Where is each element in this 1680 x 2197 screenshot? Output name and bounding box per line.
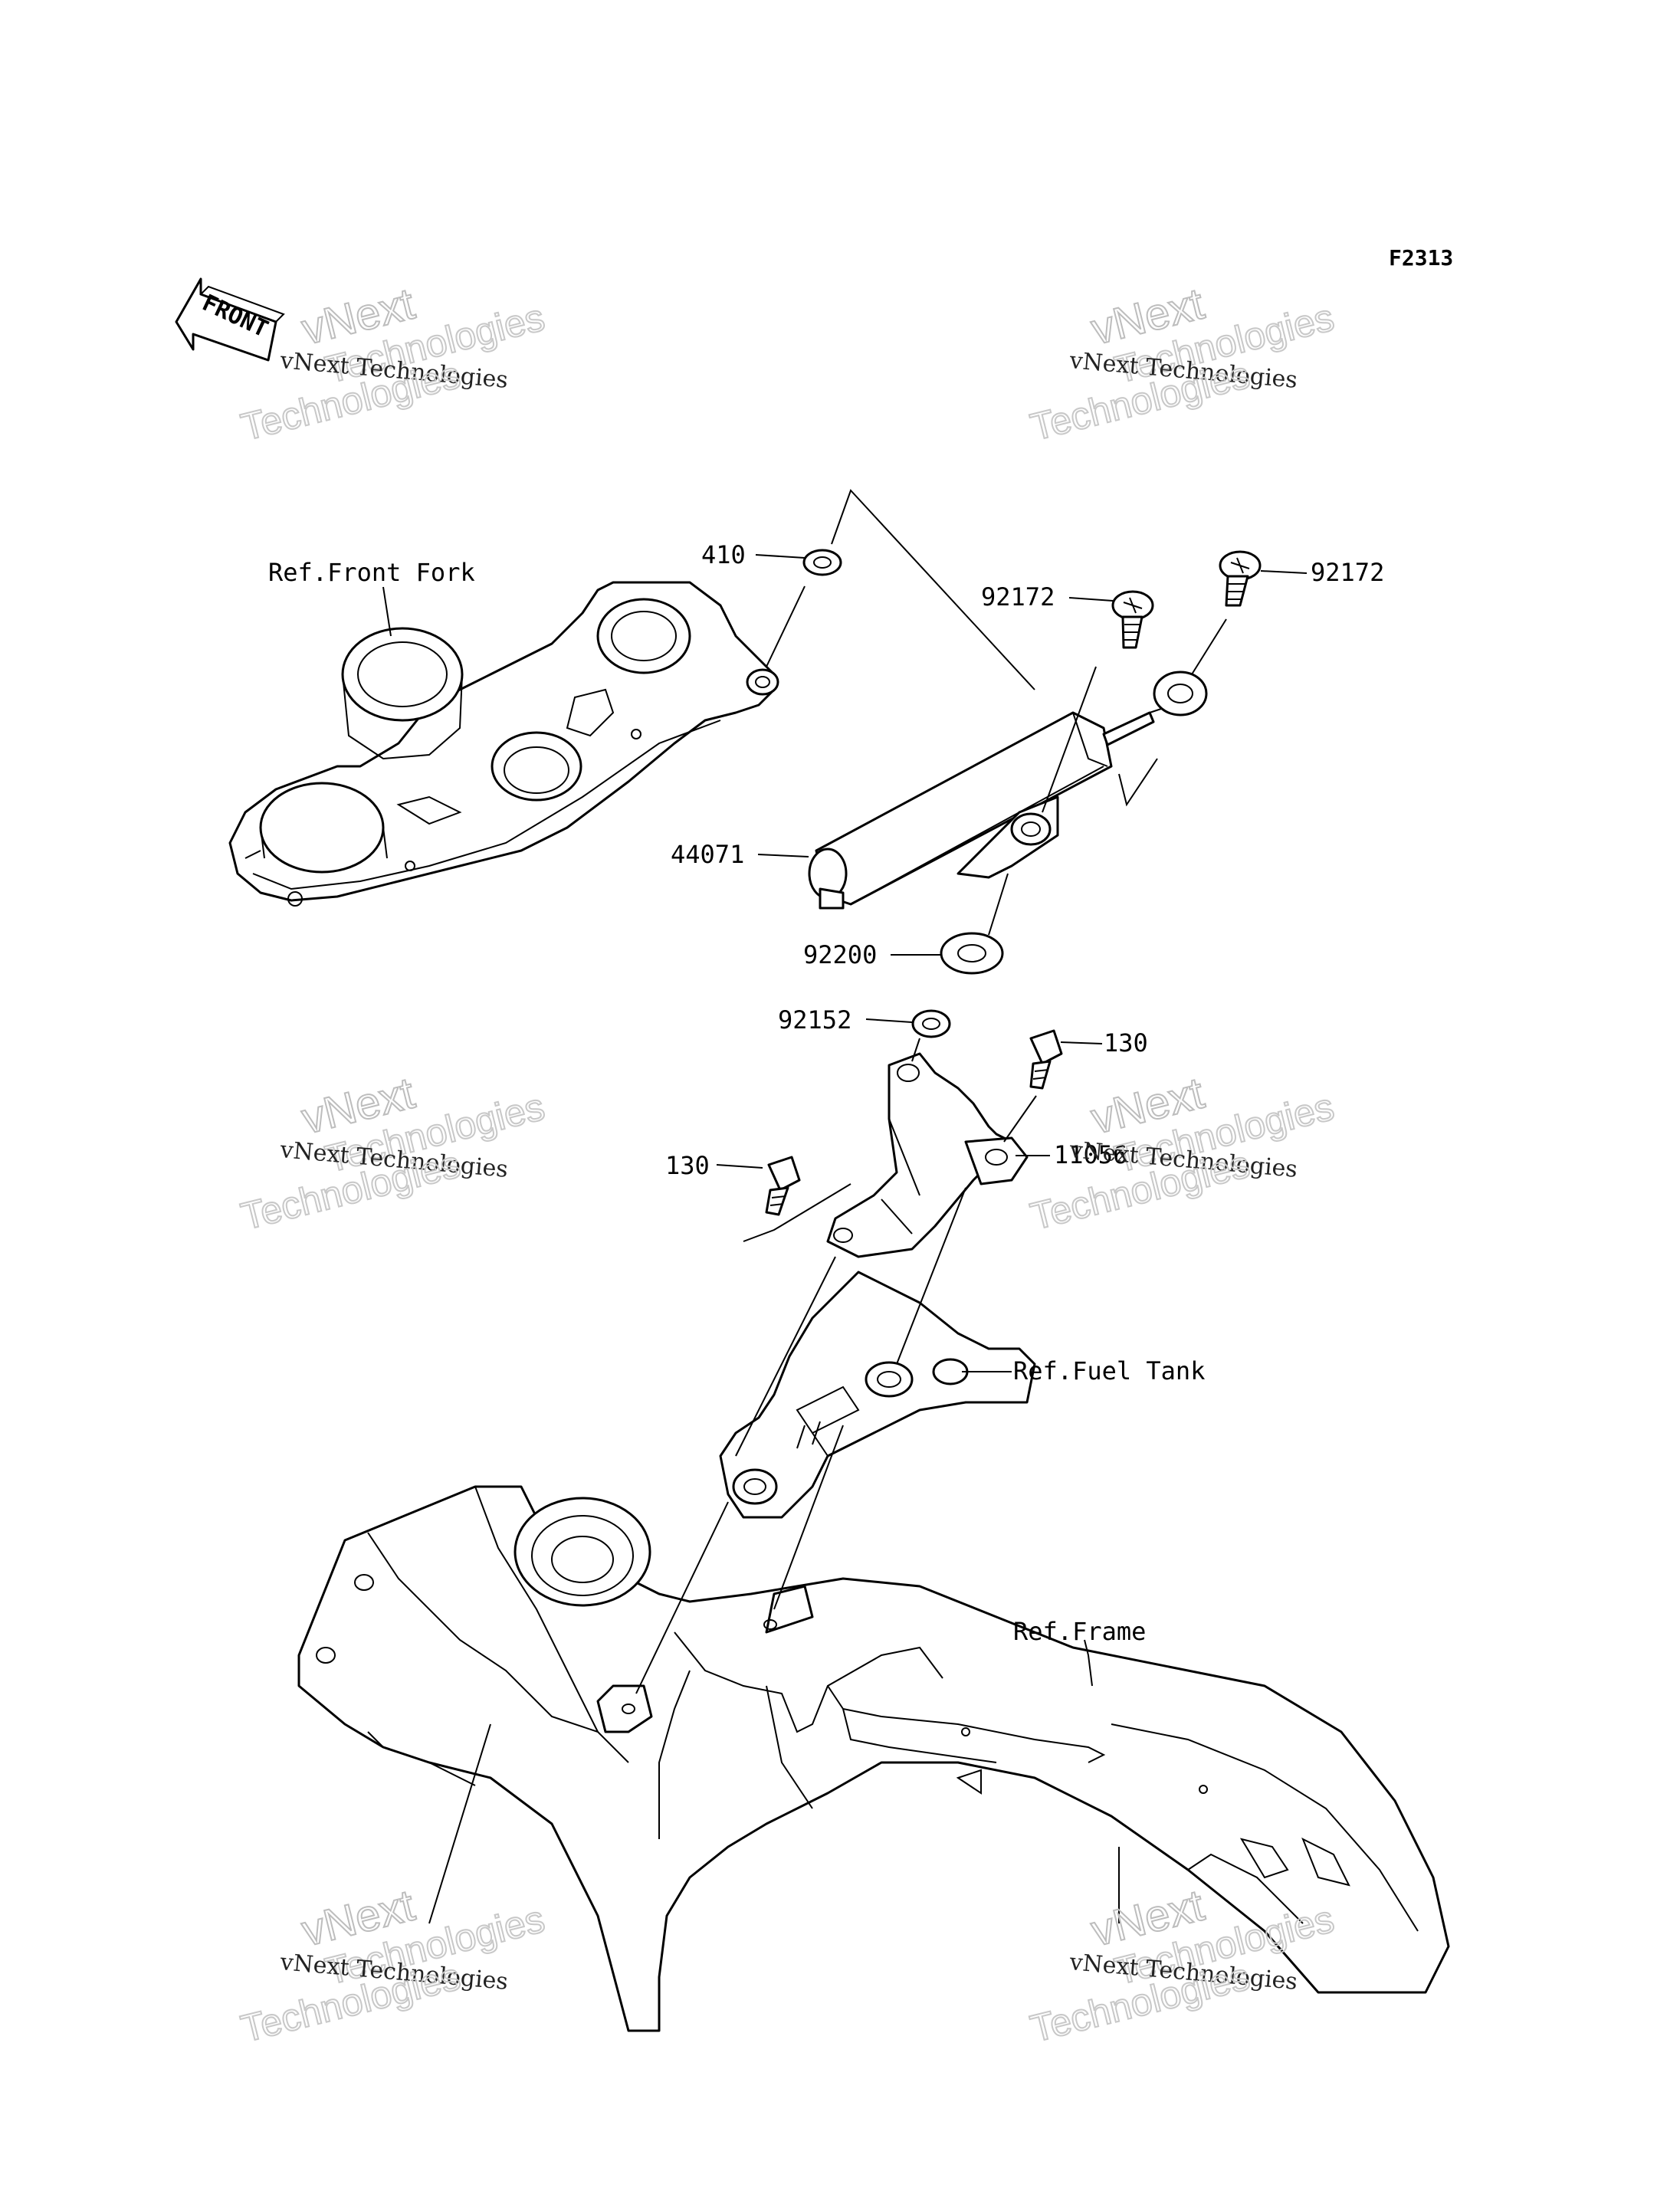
label-410: 410 <box>701 540 746 569</box>
washer-410-drawing <box>802 549 842 576</box>
watermark-mid-right: vNext Technologies vNext Technologies Te… <box>1025 1067 1339 1239</box>
leader-lines <box>382 489 1308 1924</box>
label-130-right: 130 <box>1104 1028 1148 1058</box>
bolt-130-left-drawing <box>765 1156 801 1216</box>
label-92200: 92200 <box>803 940 877 969</box>
nut-92152-drawing <box>911 1009 951 1038</box>
label-11056: 11056 <box>1054 1140 1127 1169</box>
washer-92200-drawing <box>940 932 1004 975</box>
label-92172-left: 92172 <box>981 582 1055 612</box>
bolt-130-right-drawing <box>1029 1029 1063 1090</box>
steering-damper-drawing <box>808 671 1208 910</box>
label-44071: 44071 <box>671 840 744 869</box>
front-arrow-icon: FRONT <box>175 277 285 362</box>
watermark-bottom-right: vNext Technologies vNext Technologies Te… <box>1025 1880 1339 2051</box>
ref-frame: Ref.Frame <box>1013 1617 1146 1646</box>
ref-front-fork: Ref.Front Fork <box>268 558 475 587</box>
watermark-bottom-left: vNext Technologies vNext Technologies Te… <box>236 1880 550 2051</box>
triple-clamp-drawing <box>228 581 779 907</box>
label-130-left: 130 <box>665 1151 710 1180</box>
label-92172-right: 92172 <box>1311 558 1384 587</box>
damper-bracket-drawing <box>826 1052 1029 1258</box>
ref-fuel-tank: Ref.Fuel Tank <box>1013 1356 1205 1385</box>
watermark-top-left: vNext Technologies vNext Technologies Te… <box>236 278 550 450</box>
watermark-top-right: vNext Technologies vNext Technologies Te… <box>1025 278 1339 450</box>
label-92152: 92152 <box>778 1005 851 1035</box>
bolt-92172-right-drawing <box>1219 550 1262 607</box>
diagram-code: F2313 <box>1389 245 1453 271</box>
watermark-mid-left: vNext Technologies vNext Technologies Te… <box>236 1067 550 1239</box>
fuel-tank-bracket-drawing <box>719 1271 1036 1519</box>
bolt-92172-left-drawing <box>1111 590 1154 649</box>
